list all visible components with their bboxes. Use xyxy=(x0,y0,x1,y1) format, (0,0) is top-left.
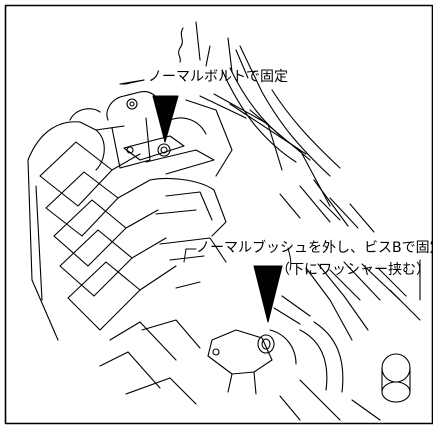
arrow-to-bush-icon xyxy=(253,265,283,323)
diagram-area: ノーマルボルトで固定 ノーマルブッシュを外し、ビスBで固定 （下にワッシャー挟む… xyxy=(4,4,433,425)
leader-lines xyxy=(119,79,292,271)
upper-bracket xyxy=(106,91,331,207)
background-strokes xyxy=(119,21,263,93)
washer-callout: （下にワッシャー挟む） xyxy=(276,262,430,278)
plenum xyxy=(99,177,227,405)
figure-frame xyxy=(4,4,433,425)
intake-runners xyxy=(27,108,177,341)
hoses xyxy=(221,67,375,233)
arrow-to-bolt-icon xyxy=(152,95,179,143)
lower-bracket xyxy=(207,295,311,395)
engine-bay-line-drawing xyxy=(4,4,433,425)
bush-callout: ノーマルブッシュを外し、ビスBで固定 xyxy=(196,240,433,256)
right-components xyxy=(279,259,421,421)
bolt-callout: ノーマルボルトで固定 xyxy=(148,69,288,85)
